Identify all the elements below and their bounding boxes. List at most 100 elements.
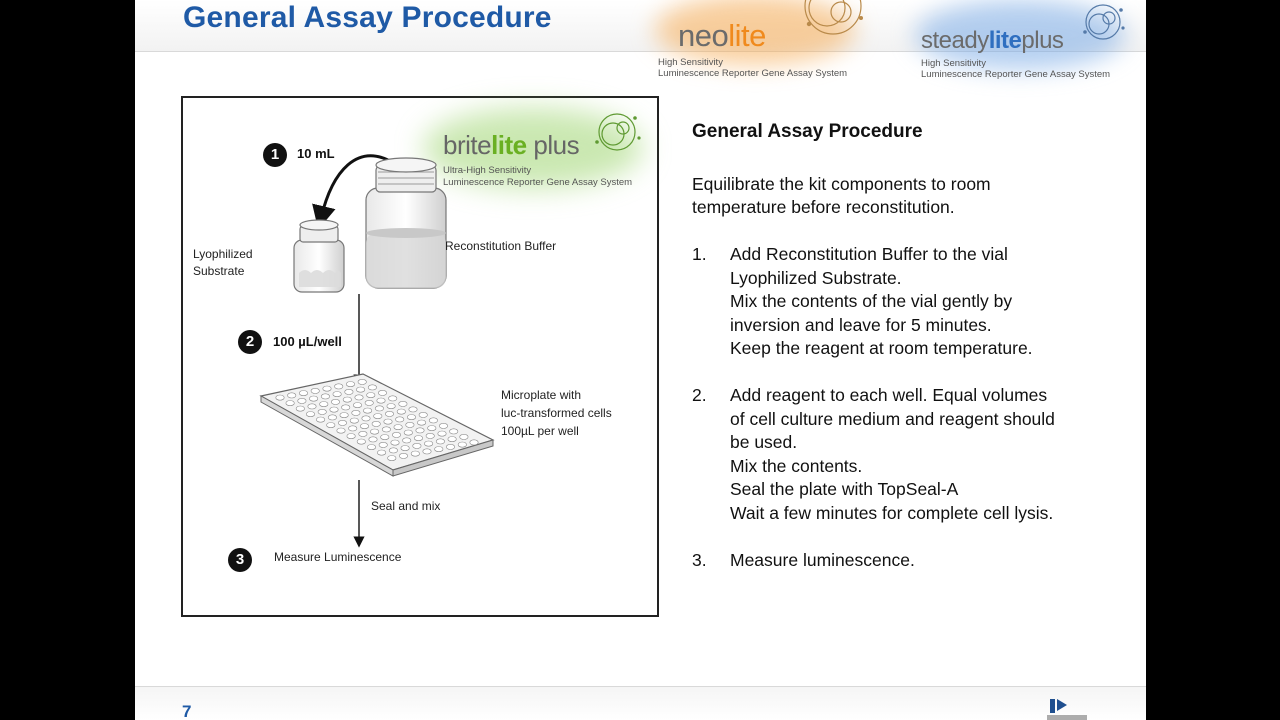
diagram-illustration [183,98,657,615]
microplate-well [375,406,383,411]
step-number: 3. [692,549,707,573]
neolite-name-accent: lite [728,18,766,53]
microplate-well [350,418,358,423]
procedure-intro-line-1: Equilibrate the kit components to room [692,173,1112,197]
microplate-well [429,418,437,423]
lyophilized-substrate-label: Lyophilized Substrate [193,246,253,280]
microplate-well [399,401,407,406]
procedure-text: General Assay Procedure Equilibrate the … [692,118,1112,596]
microplate-well [378,390,386,395]
microplate-well [377,398,385,403]
microplate-well [448,437,456,442]
procedure-step-1: 1. Add Reconstitution Buffer to the vial… [692,243,1112,361]
microplate-well [367,445,375,450]
microplate-well [333,392,341,397]
procedure-heading: General Assay Procedure [692,120,1112,144]
microplate-well [416,428,424,433]
microplate-well [331,399,339,404]
footer-band [135,686,1146,720]
microplate-well [450,429,458,434]
microplate-well [363,408,371,413]
step-line: Mix the contents of the vial gently by [730,290,1112,314]
assay-diagram: britelite plus Ultra-High Sensitivity Lu… [181,96,659,617]
procedure-intro-line-2: temperature before reconstitution. [692,196,1112,220]
steadylite-logo: steadyliteplus High Sensitivity Luminesc… [915,0,1145,90]
neolite-tagline-1: High Sensitivity [658,57,847,68]
microplate-well [391,440,399,445]
microplate-well [298,398,306,403]
procedure-steps: 1. Add Reconstitution Buffer to the vial… [692,243,1112,572]
microplate-well [358,379,366,384]
microplate-well [439,423,447,428]
microplate-well [320,402,328,407]
step-line: Lyophilized Substrate. [730,267,1112,291]
step-1-amount: 10 mL [297,146,335,161]
neolite-name: neolite [678,18,766,54]
microplate-well [353,403,361,408]
microplate-well [349,426,357,431]
microplate-well [346,382,354,387]
microplate-well [316,417,324,422]
microplate-well [296,406,304,411]
microplate-well [355,395,363,400]
step-line: Add reagent to each well. Equal volumes [730,384,1112,408]
step-3-marker: 3 [228,548,252,572]
procedure-step-2: 2. Add reagent to each well. Equal volum… [692,384,1112,525]
microplate-well [446,444,454,449]
microplate-well [365,400,373,405]
steadylite-tagline-2: Luminescence Reporter Gene Assay System [921,69,1110,80]
neolite-name-prefix: neo [678,18,728,53]
microplate-well [423,449,431,454]
microplate-well [318,409,326,414]
steadylite-circles-icon [1073,2,1133,46]
step-line: inversion and leave for 5 minutes. [730,314,1112,338]
steadylite-name-prefix: steady [921,27,989,54]
microplate-well [308,404,316,409]
microplate-well [335,384,343,389]
microplate-well [321,394,329,399]
microplate-well [435,447,443,452]
microplate-well [377,450,385,455]
microplate-well [288,393,296,398]
microplate-well [385,411,393,416]
microplate-well [299,391,307,396]
microplate-well [417,420,425,425]
microplate-well [426,433,434,438]
microplate-well [347,434,355,439]
microplate-well [352,410,360,415]
microplate-label: Microplate with luc-transformed cells 10… [501,386,612,440]
steadylite-tagline: High Sensitivity Luminescence Reporter G… [921,58,1110,80]
microplate-well [406,422,414,427]
microplate-well [370,429,378,434]
microplate-icon [261,374,493,476]
step-line: Keep the reagent at room temperature. [730,337,1112,361]
microplate-well [338,420,346,425]
microplate-well [356,387,364,392]
microplate-well [330,407,338,412]
lyophilized-substrate-vial-icon [294,220,344,292]
microplate-well [403,438,411,443]
microplate-well [389,396,397,401]
microplate-well [323,386,331,391]
slide: General Assay Procedure neolite High Sen… [135,0,1146,720]
microplate-well [327,423,335,428]
microplate-well [404,430,412,435]
microplate-well [382,427,390,432]
microplate-well [306,412,314,417]
steadylite-tagline-1: High Sensitivity [921,58,1110,69]
microplate-well [286,401,294,406]
microplate-well [309,396,317,401]
step-line: be used. [730,431,1112,455]
microplate-well [372,421,380,426]
neolite-tagline-2: Luminescence Reporter Gene Assay System [658,68,847,79]
microplate-well [413,443,421,448]
microplate-well [389,448,397,453]
microplate-well [470,440,478,445]
step-line: Mix the contents. [730,455,1112,479]
microplate-well [369,437,377,442]
microplate-well [460,434,468,439]
slide-title: General Assay Procedure [183,1,552,35]
microplate-well [374,414,382,419]
reconstitution-buffer-label: Reconstitution Buffer [445,238,556,255]
microplate-well [345,389,353,394]
